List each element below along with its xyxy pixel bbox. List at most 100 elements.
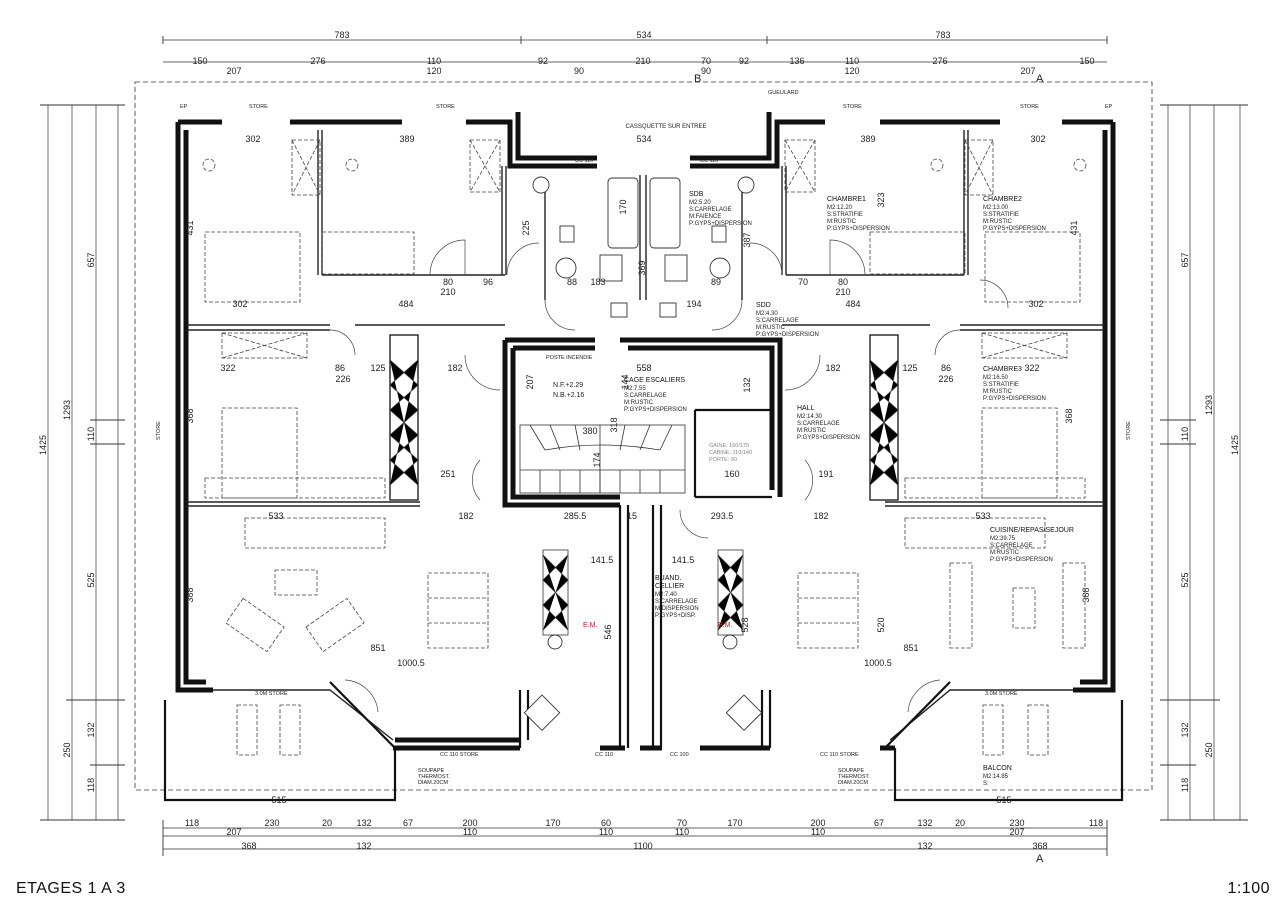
- bdim-200-r: 200: [810, 818, 825, 828]
- svg-text:CHAMBRE2: CHAMBRE2: [983, 196, 1022, 203]
- dim-431-r: 431: [1069, 220, 1079, 235]
- dim-515-l: 515: [271, 795, 286, 805]
- dim-120-r: 120: [844, 66, 859, 76]
- dim-302-mr: 302: [1028, 299, 1043, 309]
- dim-388-r: 388: [1081, 587, 1091, 602]
- furniture: [202, 139, 1087, 756]
- dim-525-left: 525: [86, 572, 96, 587]
- dim-276-l: 276: [310, 56, 325, 66]
- dim-431-l: 431: [185, 220, 195, 235]
- dim-132-right: 132: [1180, 722, 1190, 737]
- bdim-70: 70: [677, 818, 687, 828]
- store-right: STORE: [1126, 421, 1132, 440]
- dim-368-l: 368: [185, 408, 195, 423]
- section-a-top: A: [1036, 73, 1044, 85]
- svg-text:SDD: SDD: [756, 302, 771, 309]
- bdim-67-l: 67: [403, 818, 413, 828]
- dim-207-stair: 207: [525, 374, 535, 389]
- bdim-20-r: 20: [955, 818, 965, 828]
- svg-text:CHAMBRE3: CHAMBRE3: [983, 366, 1022, 373]
- dim-80-a: 80: [443, 277, 453, 287]
- store-balcony-l: 3.0M STORE: [255, 691, 288, 697]
- dim-136: 136: [789, 56, 804, 66]
- bdim-110-c: 110: [675, 827, 689, 837]
- svg-text:M:RUSTIC: M:RUSTIC: [990, 550, 1020, 556]
- dim-528: 528: [740, 617, 750, 632]
- cc-store-l: CC 110 STORE: [440, 752, 479, 758]
- dim-125-r: 125: [902, 363, 917, 373]
- soupape-r-3: DIAM.20CM: [838, 780, 868, 786]
- bdim-230-l: 230: [264, 818, 279, 828]
- store-tr2: STORE: [1020, 104, 1039, 110]
- section-a-bottom: A: [1036, 853, 1044, 865]
- fixtures: [523, 176, 763, 732]
- gaine-label-1: GAINE: 160/175: [709, 443, 749, 449]
- dim-1000-5-r: 1000.5: [864, 658, 892, 668]
- dim-1425-right: 1425: [1230, 435, 1240, 455]
- dim-302-tl: 302: [245, 134, 260, 144]
- dim-183: 183: [590, 277, 605, 287]
- bdim-368-r: 368: [1032, 841, 1047, 851]
- dim-318: 318: [609, 417, 619, 432]
- svg-text:M2:7.55: M2:7.55: [624, 386, 646, 392]
- dim-96-a: 96: [483, 277, 493, 287]
- dim-250-left: 250: [62, 742, 72, 757]
- room-labels: CHAMBRE1 M2:12.20 S:STRATIFIE M:RUSTIC P…: [624, 191, 1074, 787]
- dim-120-l: 120: [426, 66, 441, 76]
- dim-1425-left: 1425: [38, 435, 48, 455]
- staircase: [519, 424, 686, 494]
- dim-389-tr: 389: [860, 134, 875, 144]
- dim-226-r: 226: [938, 374, 953, 384]
- dim-top-783-right: 783: [935, 30, 950, 40]
- svg-text:S:CARRELAGE: S:CARRELAGE: [624, 393, 667, 399]
- dim-484-l: 484: [398, 299, 413, 309]
- nb-level: N.B.+2.16: [553, 392, 584, 399]
- left-dimensions: 1425 1293 657 110 525 132 250 118: [38, 104, 125, 821]
- dim-276-r: 276: [932, 56, 947, 66]
- dim-210-b: 210: [835, 287, 850, 297]
- nf-level: N.F.+2.29: [553, 382, 583, 389]
- store-left: STORE: [156, 421, 162, 440]
- dim-520: 520: [876, 617, 886, 632]
- gueulard-label: GUEULARD: [768, 90, 799, 96]
- dim-132-left: 132: [86, 722, 96, 737]
- dim-285-5: 285.5: [564, 511, 587, 521]
- dim-1293-right: 1293: [1204, 395, 1214, 415]
- svg-text:M:RUSTIC: M:RUSTIC: [827, 219, 857, 225]
- store-tl2: STORE: [436, 104, 455, 110]
- dim-657-right: 657: [1180, 252, 1190, 267]
- room-cuisine: CUISINE/REPAS/SEJOUR M2:39.75 S:CARRELAG…: [990, 527, 1074, 563]
- svg-text:S:STRATIFIE: S:STRATIFIE: [983, 382, 1019, 388]
- top-dimensions: 783 534 783 150 276 110 92 70 92 136 276…: [162, 30, 1108, 76]
- dim-368-r: 368: [1064, 408, 1074, 423]
- dim-191: 191: [818, 469, 833, 479]
- room-sdd: SDD M2:4.30 S:CARRELAGE M:RUSTIC P:GYPS+…: [756, 302, 819, 338]
- dim-182-bl: 182: [458, 511, 473, 521]
- bdim-132-l: 132: [356, 818, 371, 828]
- room-chambre1: CHAMBRE1 M2:12.20 S:STRATIFIE M:RUSTIC P…: [827, 196, 890, 232]
- dim-86-r: 86: [941, 363, 951, 373]
- svg-text:M:RUSTIC: M:RUSTIC: [756, 325, 786, 331]
- svg-text:M:RUSTIC: M:RUSTIC: [624, 400, 654, 406]
- dim-141-5-r: 141.5: [672, 555, 695, 565]
- dim-851-r: 851: [903, 643, 918, 653]
- dim-250-right: 250: [1204, 742, 1214, 757]
- cc100-bottom: CC 100: [670, 752, 689, 758]
- gaine-label-3: PORTE: 90: [709, 457, 737, 463]
- dim-251: 251: [440, 469, 455, 479]
- bdim-230-r: 230: [1009, 818, 1024, 828]
- soupape-r-2: THERMOST.: [838, 774, 870, 780]
- balconies: [163, 681, 1124, 802]
- svg-text:M2:13.00: M2:13.00: [983, 205, 1009, 211]
- svg-text:CAGE ESCALIERS: CAGE ESCALIERS: [624, 377, 685, 384]
- svg-text:S:CARRELAGE: S:CARRELAGE: [990, 543, 1033, 549]
- room-sdb: SDB M2:5.20 S:CARRELAGE M:FAIENCE P:GYPS…: [689, 191, 752, 227]
- bdim-170-l: 170: [545, 818, 560, 828]
- soupape-r-1: SOUPAPE: [838, 768, 865, 774]
- dim-302-ml: 302: [232, 299, 247, 309]
- shaft-bracing: [389, 359, 899, 636]
- svg-text:S:CARRELAGE: S:CARRELAGE: [689, 207, 732, 213]
- svg-text:S:CARRELAGE: S:CARRELAGE: [655, 599, 698, 605]
- svg-text:P:GYPS+DISPERSION: P:GYPS+DISPERSION: [983, 396, 1046, 402]
